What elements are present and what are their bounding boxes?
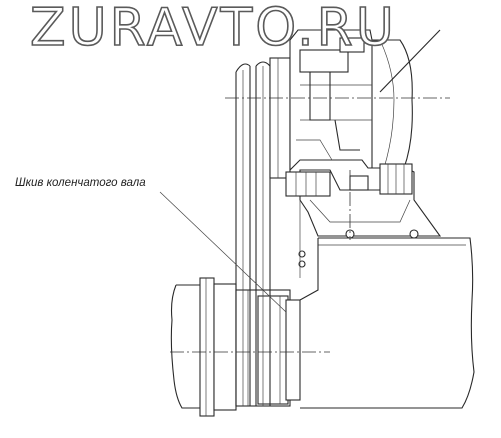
crankshaft-pulley: [235, 289, 301, 407]
crankshaft-end: [170, 277, 237, 417]
drive-belts: [235, 66, 271, 406]
callout-leader: [159, 191, 287, 313]
alternator-pulley: [235, 57, 291, 179]
centerlines: [170, 97, 450, 353]
engine-block: [299, 237, 475, 409]
mounting-bracket: [285, 163, 442, 278]
callout-label-crankshaft-pulley: Шкив коленчатого вала: [15, 177, 146, 189]
watermark-text: ZURAVTO.RU: [29, 0, 397, 58]
